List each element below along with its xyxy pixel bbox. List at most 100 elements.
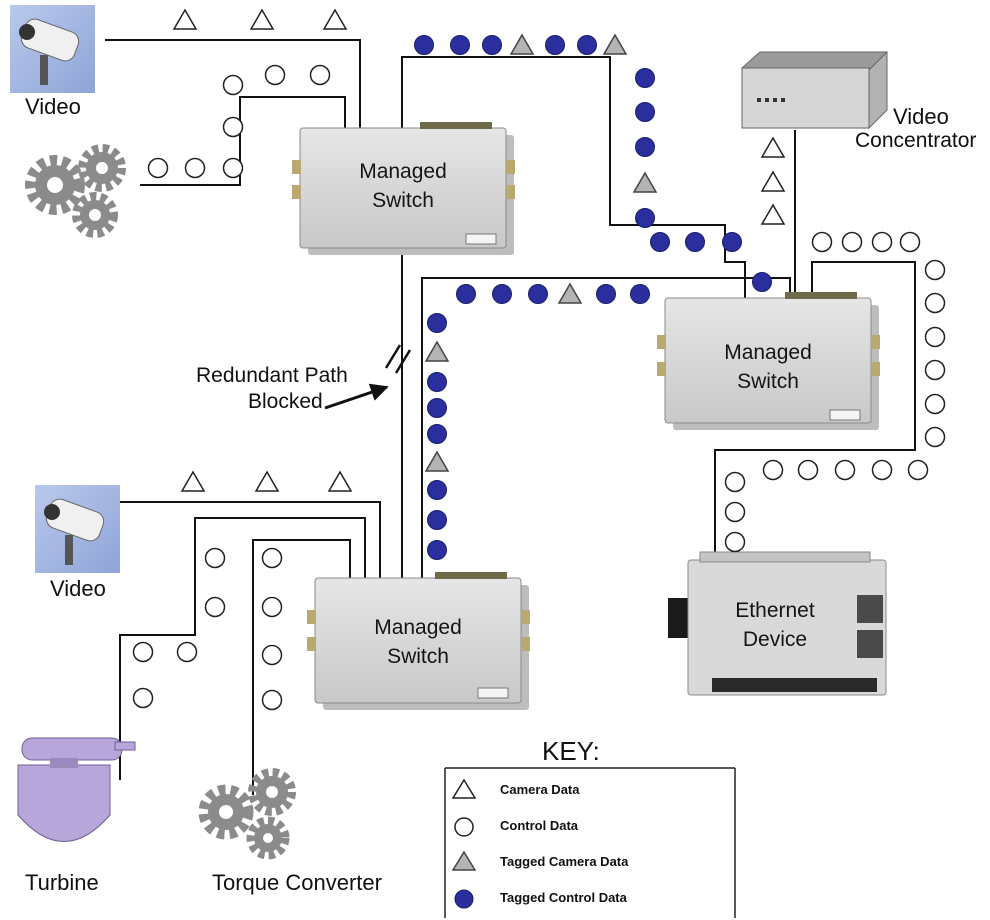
tagged-control-data-symbol bbox=[482, 35, 502, 55]
tagged-control-data-symbol bbox=[528, 284, 548, 304]
gear-bottom-icon bbox=[198, 768, 296, 860]
camera-data-symbol bbox=[760, 170, 786, 192]
tagged-control-data-symbol bbox=[685, 232, 705, 252]
control-data-symbol bbox=[871, 231, 893, 253]
video-concentrator-label-1: Video bbox=[893, 104, 949, 129]
torque-converter-label: Torque Converter bbox=[212, 870, 382, 895]
key-title: KEY: bbox=[542, 736, 600, 766]
camera-data-symbol bbox=[760, 136, 786, 158]
camera-bottom-icon bbox=[35, 485, 120, 573]
blocked-arrow bbox=[324, 383, 389, 410]
camera-data-symbol bbox=[180, 470, 206, 492]
control-data-symbol bbox=[924, 326, 946, 348]
control-data-symbol bbox=[147, 157, 169, 179]
tagged-camera-data-symbol bbox=[557, 282, 583, 304]
control-data-symbol bbox=[204, 596, 226, 618]
tagged-camera-data-symbol bbox=[602, 33, 628, 55]
tagged-control-data-symbol bbox=[427, 372, 447, 392]
tagged-control-data-symbol bbox=[414, 35, 434, 55]
switch-top-label: Managed Switch bbox=[300, 157, 506, 215]
key-tagged-camera-symbol bbox=[451, 850, 477, 871]
camera-data-symbol bbox=[327, 470, 353, 492]
tagged-control-data-symbol bbox=[722, 232, 742, 252]
control-data-symbol bbox=[834, 459, 856, 481]
tagged-control-data-symbol bbox=[596, 284, 616, 304]
tagged-control-data-symbol bbox=[427, 480, 447, 500]
tagged-control-data-symbol bbox=[427, 510, 447, 530]
control-data-symbol bbox=[132, 641, 154, 663]
tagged-camera-data-symbol bbox=[424, 340, 450, 362]
tagged-control-data-symbol bbox=[456, 284, 476, 304]
camera-data-symbol bbox=[322, 8, 348, 30]
tagged-control-data-symbol bbox=[635, 137, 655, 157]
tagged-control-data-symbol bbox=[635, 208, 655, 228]
control-data-symbol bbox=[261, 547, 283, 569]
key-camera-label: Camera Data bbox=[500, 782, 580, 797]
control-data-symbol bbox=[724, 471, 746, 493]
switch-bottom-label: Managed Switch bbox=[315, 613, 521, 671]
turbine-icon bbox=[17, 737, 136, 842]
tagged-camera-data-symbol bbox=[424, 450, 450, 472]
switch-bottom-line1: Managed bbox=[374, 616, 462, 639]
control-data-symbol bbox=[261, 689, 283, 711]
switch-top-line1: Managed bbox=[359, 160, 447, 183]
tagged-control-data-symbol bbox=[427, 313, 447, 333]
control-data-symbol bbox=[261, 644, 283, 666]
key-tagged-camera-label: Tagged Camera Data bbox=[500, 854, 629, 869]
connection-lines bbox=[105, 39, 916, 795]
camera-data-symbol bbox=[249, 8, 275, 30]
control-data-symbol bbox=[222, 116, 244, 138]
video-bottom-label: Video bbox=[50, 576, 106, 601]
control-data-symbol bbox=[264, 64, 286, 86]
video-concentrator-label-2: Concentrator bbox=[855, 129, 977, 152]
control-data-symbol bbox=[924, 292, 946, 314]
camera-data-symbol bbox=[172, 8, 198, 30]
control-data-symbol bbox=[899, 231, 921, 253]
control-data-symbol bbox=[797, 459, 819, 481]
camera-data-symbol bbox=[760, 203, 786, 225]
control-data-symbol bbox=[724, 531, 746, 553]
camera-top-icon bbox=[10, 5, 95, 93]
blocked-path-mark bbox=[384, 344, 412, 374]
ethernet-device-line2: Device bbox=[742, 628, 808, 651]
key-tagged-control-symbol bbox=[454, 889, 474, 909]
control-data-symbol bbox=[222, 74, 244, 96]
switch-right-line1: Managed bbox=[724, 341, 812, 364]
control-data-symbol bbox=[309, 64, 331, 86]
switch-bottom-line2: Switch bbox=[387, 645, 449, 668]
switch-right-body bbox=[657, 292, 880, 430]
redundant-blocked-label: Blocked bbox=[248, 390, 323, 413]
ethernet-device-label: Ethernet Device bbox=[700, 596, 850, 654]
tagged-control-data-symbol bbox=[635, 68, 655, 88]
tagged-control-data-symbol bbox=[492, 284, 512, 304]
switch-bottom-body bbox=[307, 572, 530, 710]
control-data-symbol bbox=[924, 359, 946, 381]
tagged-control-data-symbol bbox=[545, 35, 565, 55]
key-control-label: Control Data bbox=[500, 818, 578, 833]
tagged-control-data-symbol bbox=[630, 284, 650, 304]
control-data-symbol bbox=[132, 687, 154, 709]
camera-data-symbol bbox=[254, 470, 280, 492]
redundant-path-label: Redundant Path bbox=[196, 364, 348, 387]
control-data-symbol bbox=[261, 596, 283, 618]
tagged-control-data-symbol bbox=[650, 232, 670, 252]
switch-right-line2: Switch bbox=[737, 370, 799, 393]
switch-top-line2: Switch bbox=[372, 189, 434, 212]
control-data-symbol bbox=[841, 231, 863, 253]
switch-top-body bbox=[292, 122, 515, 255]
tagged-control-data-symbol bbox=[427, 540, 447, 560]
control-data-symbol bbox=[811, 231, 833, 253]
key-tagged-control-label: Tagged Control Data bbox=[500, 890, 627, 905]
control-data-symbol bbox=[924, 393, 946, 415]
ethernet-device-body bbox=[668, 551, 887, 696]
tagged-control-data-symbol bbox=[427, 424, 447, 444]
tagged-camera-data-symbol bbox=[509, 33, 535, 55]
tagged-control-data-symbol bbox=[450, 35, 470, 55]
data-symbols bbox=[132, 8, 946, 711]
key-camera-symbol bbox=[451, 778, 477, 799]
control-data-symbol bbox=[204, 547, 226, 569]
control-data-symbol bbox=[176, 641, 198, 663]
video-top-label: Video bbox=[25, 94, 81, 119]
switch-right-label: Managed Switch bbox=[665, 338, 871, 396]
